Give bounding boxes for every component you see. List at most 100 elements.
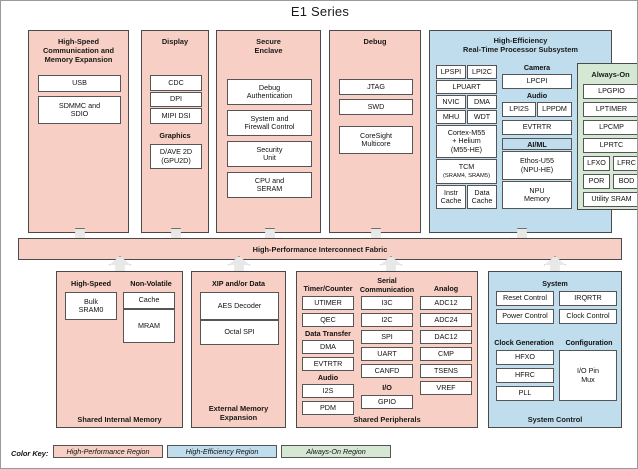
block-mipi-dsi[interactable]: MIPI DSI: [150, 108, 202, 124]
page-title: E1 Series: [290, 4, 350, 19]
block-lptimer[interactable]: LPTIMER: [583, 102, 637, 117]
block-lfrc[interactable]: LFRC: [613, 156, 637, 171]
legend-swatch-always-on: Always-On Region: [281, 445, 391, 458]
block-adc24[interactable]: ADC24: [420, 313, 472, 327]
region-always-on: Always-On LPGPIO LPTIMER LPCMP LPRTC LFX…: [577, 63, 637, 210]
block-swd[interactable]: SWD: [339, 99, 413, 115]
block-qec[interactable]: QEC: [302, 313, 354, 327]
block-irqrtr[interactable]: IRQRTR: [559, 291, 617, 306]
block-wdt[interactable]: WDT: [467, 110, 497, 124]
block-gpio[interactable]: GPIO: [361, 395, 413, 409]
group-label-camera: Camera: [523, 63, 551, 72]
block-spi[interactable]: SPI: [361, 330, 413, 344]
block-lpspi[interactable]: LPSPI: [436, 65, 466, 79]
block-nvic[interactable]: NVIC: [436, 95, 466, 109]
region-title: Display: [161, 37, 189, 46]
region-system-control: System Reset Control IRQRTR Power Contro…: [488, 271, 622, 428]
block-hfxo[interactable]: HFXO: [496, 350, 554, 365]
block-i3c[interactable]: I3C: [361, 296, 413, 310]
block-aes-decoder[interactable]: AES Decoder: [200, 292, 279, 320]
region-title: Debug: [363, 37, 387, 46]
block-lpcpi[interactable]: LPCPI: [502, 74, 572, 89]
block-hfrc[interactable]: HFRC: [496, 368, 554, 383]
legend-swatch-high-efficiency: High-Efficiency Region: [167, 445, 277, 458]
block-dma-peripheral[interactable]: DMA: [302, 340, 354, 354]
block-lpi2c[interactable]: LPI2C: [467, 65, 497, 79]
block-lfxo[interactable]: LFXO: [583, 156, 610, 171]
group-label-high-speed: High-Speed: [71, 279, 111, 288]
block-dma[interactable]: DMA: [467, 95, 497, 109]
block-i2c[interactable]: I2C: [361, 313, 413, 327]
region-display: Display CDC DPI MIPI DSI Graphics D/AVE …: [141, 30, 209, 233]
block-cache[interactable]: Cache: [123, 292, 175, 309]
block-vref[interactable]: VREF: [420, 381, 472, 395]
block-lppdm[interactable]: LPPDM: [537, 102, 572, 117]
group-label-data-transfer: Data Transfer: [305, 329, 351, 338]
group-label-aiml: AI/ML: [502, 138, 572, 150]
block-cmp[interactable]: CMP: [420, 347, 472, 361]
group-label-configuration: Configuration: [565, 338, 613, 347]
block-clock-control[interactable]: Clock Control: [559, 309, 617, 324]
block-uart[interactable]: UART: [361, 347, 413, 361]
block-dac12[interactable]: DAC12: [420, 330, 472, 344]
block-cortex-m55-helium[interactable]: Cortex-M55+ Helium(M55-HE): [436, 125, 497, 158]
region-title: Always-On: [591, 70, 630, 79]
block-pll[interactable]: PLL: [496, 386, 554, 401]
block-dave2d-gpu2d[interactable]: D/AVE 2D(GPU2D): [150, 144, 202, 169]
group-label-graphics: Graphics: [159, 131, 191, 140]
block-adc12[interactable]: ADC12: [420, 296, 472, 310]
block-evtrtr[interactable]: EVTRTR: [502, 120, 572, 135]
block-ethos-u55[interactable]: Ethos-U55(NPU-HE): [502, 151, 572, 180]
block-mhu[interactable]: MHU: [436, 110, 466, 124]
block-lpi2s[interactable]: LPI2S: [502, 102, 536, 117]
block-i2s[interactable]: I2S: [302, 384, 354, 398]
block-lpuart[interactable]: LPUART: [436, 80, 497, 94]
group-label-xip: XIP and/or Data: [212, 279, 265, 288]
block-utimer[interactable]: UTIMER: [302, 296, 354, 310]
block-dpi[interactable]: DPI: [150, 92, 202, 107]
block-pdm[interactable]: PDM: [302, 401, 354, 415]
block-cdc[interactable]: CDC: [150, 75, 202, 91]
block-lpcmp[interactable]: LPCMP: [583, 120, 637, 135]
block-lpgpio[interactable]: LPGPIO: [583, 84, 637, 99]
block-tsens[interactable]: TSENS: [420, 364, 472, 378]
group-label-non-volatile: Non-Volatile: [130, 279, 172, 288]
block-power-control[interactable]: Power Control: [496, 309, 554, 324]
block-por[interactable]: POR: [583, 174, 610, 189]
block-evtrtr-peripheral[interactable]: EVTRTR: [302, 357, 354, 371]
block-reset-control[interactable]: Reset Control: [496, 291, 554, 306]
block-utility-sram[interactable]: Utility SRAM: [583, 192, 637, 207]
block-mram[interactable]: MRAM: [123, 309, 175, 343]
region-title: Shared Internal Memory: [77, 415, 162, 424]
block-octal-spi[interactable]: Octal SPI: [200, 320, 279, 345]
block-jtag[interactable]: JTAG: [339, 79, 413, 95]
block-tcm[interactable]: TCM (SRAM4, SRAM5): [436, 159, 497, 184]
block-canfd[interactable]: CANFD: [361, 364, 413, 378]
group-label-clock-generation: Clock Generation: [494, 338, 554, 347]
block-usb[interactable]: USB: [38, 75, 121, 92]
group-label-audio: Audio: [526, 91, 548, 100]
block-bod[interactable]: BOD: [613, 174, 637, 189]
group-label-system: System: [542, 279, 568, 288]
group-label-analog: Analog: [433, 284, 459, 293]
block-lprtc[interactable]: LPRTC: [583, 138, 637, 153]
